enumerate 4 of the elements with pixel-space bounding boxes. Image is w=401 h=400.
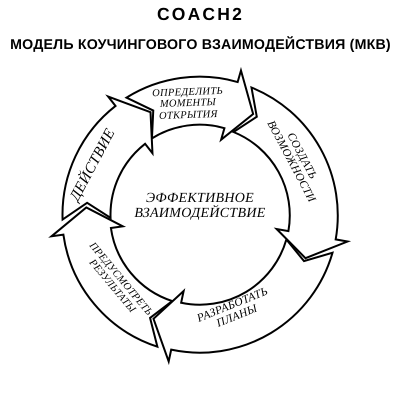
step-label: ОПРЕДЕЛИТЬ МОМЕНТЫ ОТКРЫТИЯ: [152, 85, 224, 122]
center-label: ЭФФЕКТИВНОЕ ВЗАИМОДЕЙСТВИЕ: [134, 190, 266, 222]
diagram-subtitle: МОДЕЛЬ КОУЧИНГОВОГО ВЗАИМОДЕЙСТВИЯ (МКВ): [10, 37, 391, 53]
diagram-title: COACH2: [156, 4, 244, 24]
